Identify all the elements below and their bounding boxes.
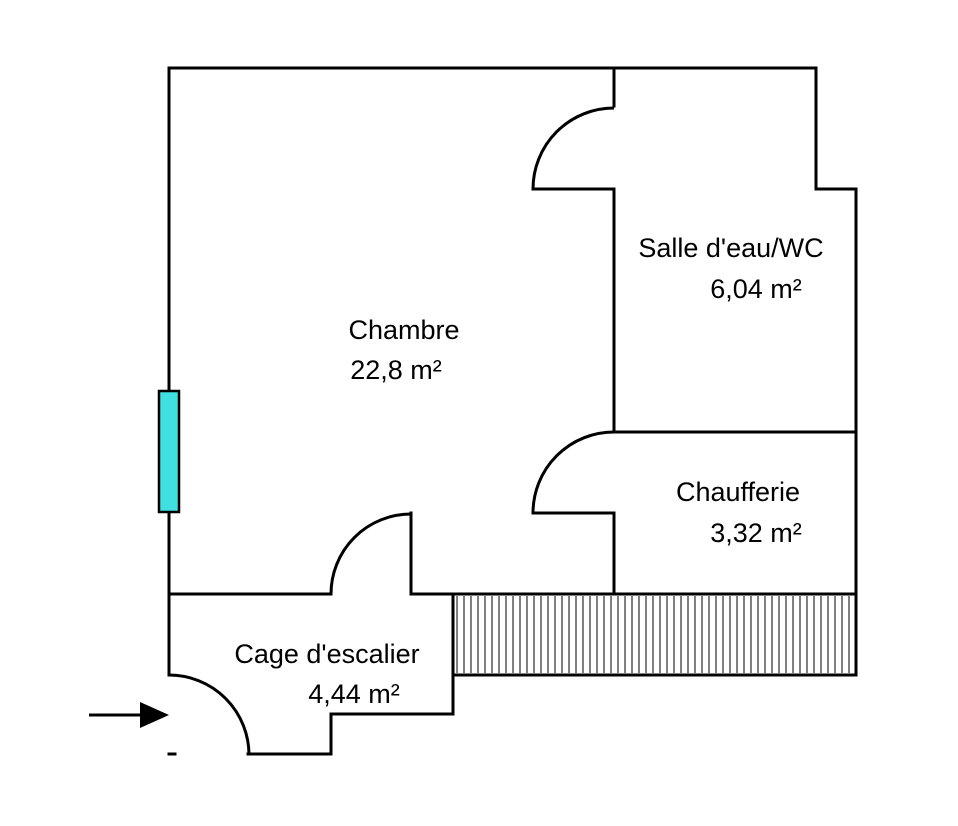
- boiler-door-swing: [531, 430, 615, 514]
- room-name: Salle d'eau/WC: [638, 233, 823, 263]
- room-name: Chaufferie: [676, 477, 800, 507]
- room-chaufferie: Chaufferie 3,32 m²: [676, 477, 802, 548]
- room-salle-eau: Salle d'eau/WC 6,04 m²: [638, 233, 823, 304]
- entrance-door-swing: [168, 673, 251, 756]
- bedroom-door-swing: [329, 512, 412, 595]
- room-area: 3,32 m²: [710, 518, 802, 548]
- room-cage: Cage d'escalier 4,44 m²: [234, 639, 419, 709]
- bathroom-door-swing: [531, 106, 615, 190]
- walls: [167, 66, 858, 756]
- room-name: Cage d'escalier: [234, 639, 419, 669]
- room-area: 22,8 m²: [350, 355, 442, 385]
- door-swings: [168, 106, 615, 756]
- window: [157, 389, 181, 514]
- arrow-right-icon: [89, 702, 169, 728]
- room-area: 6,04 m²: [710, 274, 802, 304]
- outer-wall: [167, 66, 858, 756]
- room-area: 4,44 m²: [308, 679, 400, 709]
- staircase: [456, 596, 850, 673]
- room-chambre: Chambre 22,8 m²: [348, 315, 459, 385]
- room-name: Chambre: [348, 315, 459, 345]
